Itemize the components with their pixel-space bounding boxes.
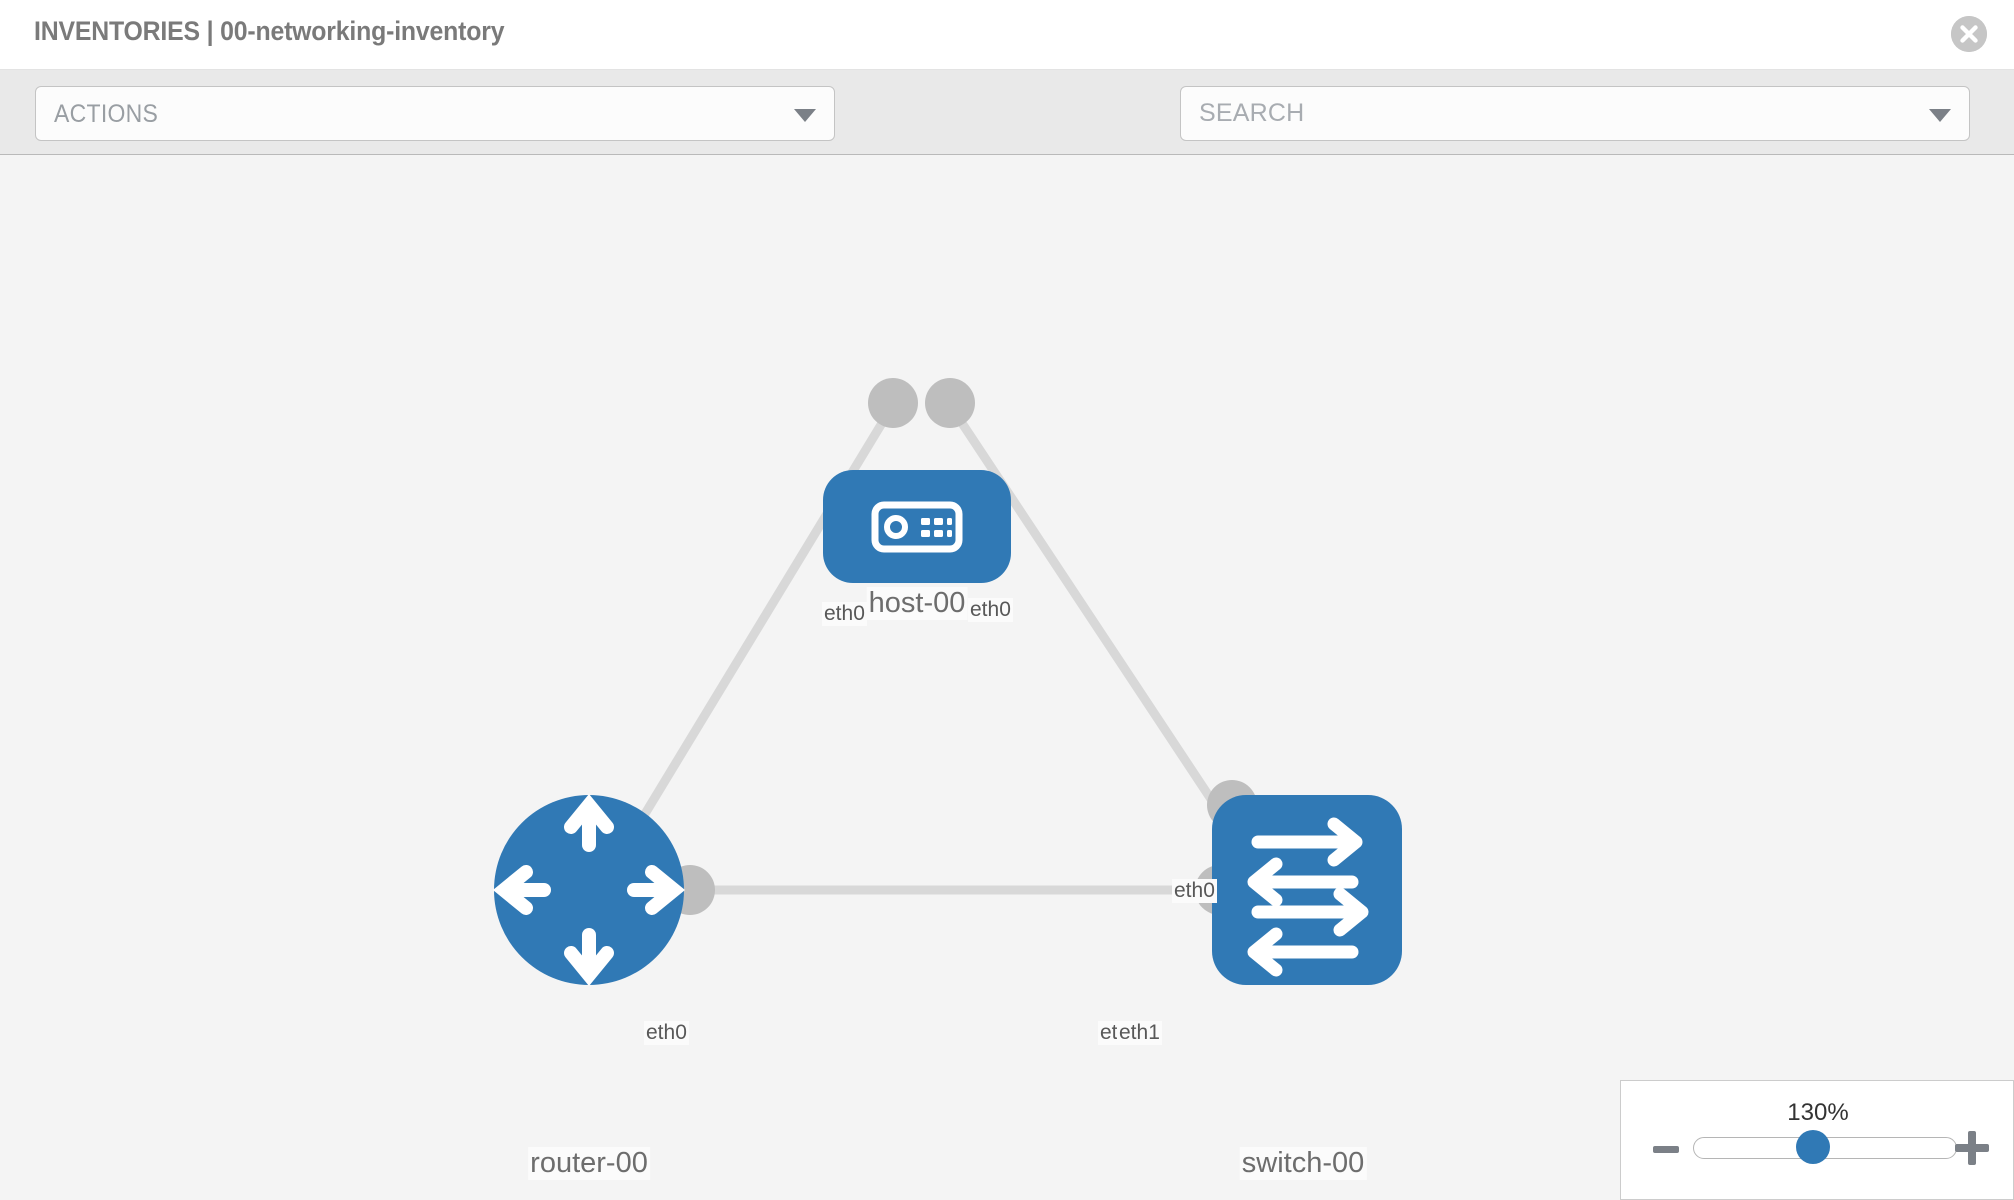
chevron-down-icon [794, 109, 816, 122]
edge-label: eth0 [822, 602, 867, 626]
actions-dropdown[interactable]: ACTIONS [35, 86, 835, 141]
edge-label: eth0 [1172, 879, 1217, 903]
zoom-level-value: 130% [1787, 1099, 1849, 1126]
topology-graph [492, 378, 1402, 987]
search-placeholder: SEARCH [1199, 99, 1305, 127]
node-label-router-00: router-00 [528, 1147, 650, 1180]
port-host-left [868, 378, 918, 428]
node-router-00[interactable] [492, 793, 686, 987]
edge-label: eth1 [1117, 1021, 1162, 1045]
topology-canvas[interactable]: host-00 router-00 switch-00 eth0 eth0 et… [0, 155, 2014, 1200]
zoom-control-panel: 130% [1620, 1080, 2014, 1200]
page-title: INVENTORIES | 00-networking-inventory [34, 16, 505, 46]
toolbar: ACTIONS SEARCH [0, 70, 2014, 200]
plus-icon[interactable] [1955, 1131, 1989, 1165]
node-label-host-00: host-00 [866, 587, 968, 620]
actions-dropdown-label: ACTIONS [54, 100, 159, 128]
edge-label: eth0 [644, 1021, 689, 1045]
minus-icon[interactable] [1653, 1137, 1679, 1163]
close-icon[interactable] [1951, 16, 1987, 52]
node-host-00[interactable] [823, 470, 1011, 583]
port-host-right [925, 378, 975, 428]
chevron-down-icon[interactable] [1929, 109, 1951, 122]
topology-ports [665, 378, 1257, 915]
edge-label: eth0 [968, 598, 1013, 622]
zoom-slider-thumb[interactable] [1796, 1130, 1830, 1164]
edge-host-switch [946, 402, 1252, 858]
search-input[interactable]: SEARCH [1180, 86, 1970, 141]
node-label-switch-00: switch-00 [1239, 1147, 1367, 1180]
node-switch-00[interactable] [1212, 795, 1402, 985]
page-header: INVENTORIES | 00-networking-inventory [0, 0, 2014, 70]
